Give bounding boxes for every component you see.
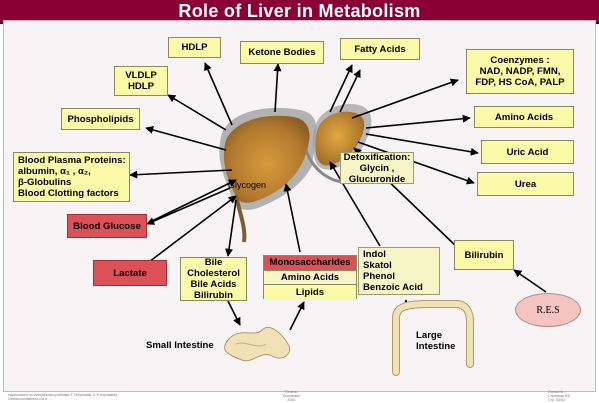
node-blood-glucose: Blood Glucose xyxy=(67,214,147,238)
node-absorption-stack: Monosaccharides Amino Acids Lipids xyxy=(263,255,357,300)
large-intestine-fill xyxy=(393,301,473,375)
node-vldlp-hdlp: VLDLP HDLP xyxy=(114,66,168,96)
node-uric-acid: Uric Acid xyxy=(481,140,574,164)
node-phospholipids: Phospholipids xyxy=(61,108,140,130)
res-oval: R.E.S xyxy=(515,293,581,327)
footer-left: Нарисовано по материалам учебника Т.Т.Бе… xyxy=(8,393,118,401)
node-ketone-bodies: Ketone Bodies xyxy=(240,41,324,64)
node-coenzymes: Coenzymes : NAD, NADP, FMN, FDP, HS CoA,… xyxy=(466,49,574,94)
diagram-title: Role of Liver in Metabolism xyxy=(178,1,421,21)
node-bile-group: Bile Cholesterol Bile Acids Bilirubin xyxy=(180,257,247,301)
node-colon-metabolites: Indol Skatol Phenol Benzoic Acid xyxy=(358,247,440,295)
node-bilirubin: Bilirubin xyxy=(454,240,514,270)
large-intestine-label: Large Intestine xyxy=(416,330,456,352)
node-fatty-acids: Fatty Acids xyxy=(340,38,420,60)
liver-illustration xyxy=(219,104,372,243)
node-blood-plasma-proteins: Blood Plasma Proteins: albumin, α₁ , α₂,… xyxy=(13,152,130,202)
glycogen-label: Glycogen xyxy=(228,180,267,190)
node-amino-acids-absorbed: Amino Acids xyxy=(264,270,356,286)
node-urea: Urea xyxy=(477,172,574,196)
small-intestine-label: Small Intestine xyxy=(146,340,214,351)
footer-right: Схема № ... Страница 5/6 Стр. 33/43 xyxy=(548,390,570,402)
node-lactate: Lactate xyxy=(93,260,167,286)
node-detoxification: Detoxification: Glycin , Glucuronide xyxy=(340,152,414,185)
node-monosaccharides: Monosaccharides xyxy=(264,256,356,271)
small-intestine-illustration xyxy=(224,326,290,362)
node-lipids: Lipids xyxy=(264,285,356,300)
node-hdlp: HDLP xyxy=(168,37,221,58)
footer-center: "Печень" "Биохимия" 2006 xyxy=(282,390,301,402)
node-amino-acids-right: Amino Acids xyxy=(474,106,574,128)
